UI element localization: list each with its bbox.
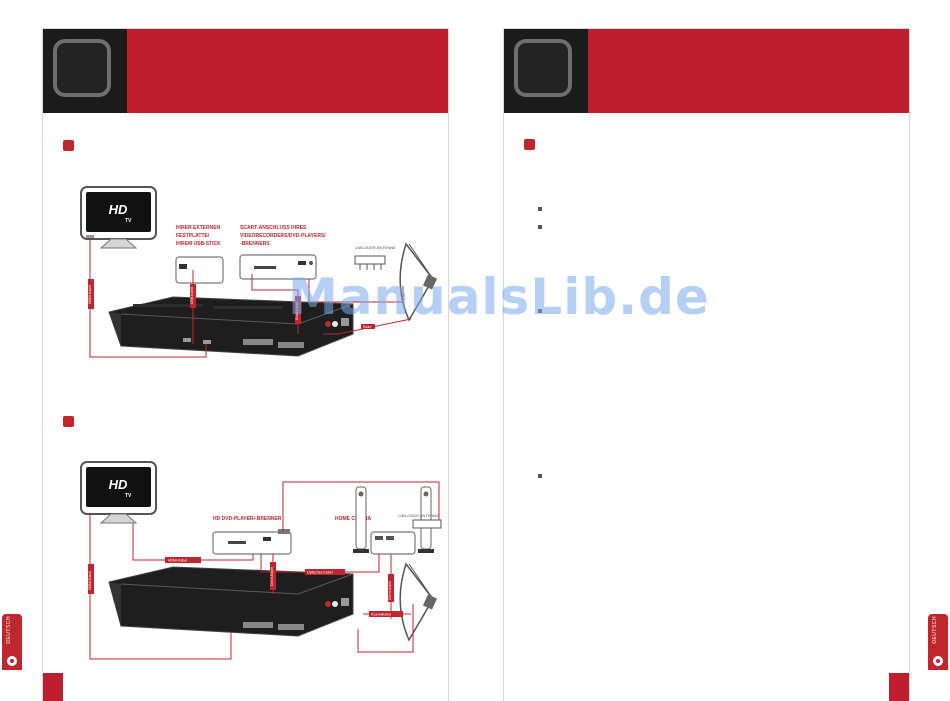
- cinema-label: HOME CINEMA: [335, 516, 372, 522]
- hd-tv-icon: HD TV: [80, 186, 157, 249]
- chapter-header-bar: [127, 29, 448, 113]
- chapter-icon-right: [514, 39, 572, 97]
- tv-sub: TV: [125, 218, 132, 224]
- language-tab-right-icon: [933, 656, 943, 666]
- tv-badge: HD: [109, 202, 128, 217]
- watermark: ManualsLib.de: [288, 268, 710, 326]
- receiver-icon-2: [108, 566, 354, 637]
- cable-scart-label: Scart-Kabel: [295, 301, 299, 320]
- cable-hdmi-label: HDMI-Kabel: [88, 285, 92, 304]
- list-bullet-2: [538, 225, 542, 229]
- list-bullet-1: [538, 207, 542, 211]
- tv-sub-2: TV: [125, 493, 132, 499]
- lnb-label: LNB-ODER ANTENNE: [355, 245, 396, 250]
- tv-badge-2: HD: [109, 477, 128, 492]
- hd-tv-icon-2: HD TV: [80, 461, 157, 524]
- dvd-player-icon: [212, 529, 292, 555]
- usb-storage-icon: [175, 256, 224, 284]
- left-page: HD TV IHRER EXTERNEN FESTPLATTE/ IHREM U…: [42, 28, 449, 701]
- cable-optical-label: Optisches Kabel: [307, 571, 333, 575]
- cable-hdmi-label-2b: HDMI-Kabel: [168, 559, 187, 563]
- cable-coax-label-2: Koaxialkabel: [371, 613, 391, 617]
- scart-label-line-1: SCART-ANSCHLUSS IHRES: [240, 225, 307, 231]
- cable-cinch-label: Cinch-Kabel: [388, 581, 392, 600]
- chapter-header-block: [43, 29, 127, 113]
- lnb-icon-2: [412, 519, 442, 529]
- speaker-right-icon: [418, 486, 434, 553]
- list-bullet-4: [538, 474, 542, 478]
- cable-usb-label: USB-Kabel: [190, 286, 194, 304]
- page-footer-marker-left: [43, 673, 63, 701]
- language-tab-left-label: DEUTSCH: [6, 616, 12, 644]
- chapter-icon: [53, 39, 111, 97]
- home-cinema-icon: [370, 531, 416, 555]
- satellite-dish-icon: [399, 242, 438, 322]
- section-bullet-right: [524, 139, 535, 150]
- scart-label-line-2: VIDEORECORDERS/DVD-PLAYERS/: [240, 233, 326, 239]
- storage-label-line-1: IHRER EXTERNEN: [176, 225, 221, 231]
- cable-coax-label: Koax: [363, 325, 371, 329]
- speaker-left-icon: [353, 486, 369, 553]
- language-tab-left-icon: [7, 656, 17, 666]
- connection-diagram-2: HD TV HD DVD-PLAYER/-BRENNER HOME CINEMA…: [80, 461, 442, 660]
- satellite-dish-icon-2: [399, 562, 438, 642]
- player-label: HD DVD-PLAYER/-BRENNER: [213, 516, 282, 522]
- receiver-icon: [108, 296, 354, 357]
- chapter-header-bar-right: [588, 29, 909, 113]
- language-tab-left: DEUTSCH: [2, 614, 22, 670]
- right-page: [503, 28, 910, 701]
- video-recorder-icon: [239, 254, 317, 280]
- lnb-label-2: LNB-ODER ANTENNE: [398, 513, 439, 518]
- chapter-header-block-right: [504, 29, 588, 113]
- storage-label-line-2: FESTPLATTE/: [176, 233, 210, 239]
- language-tab-right-label: DEUTSCH: [932, 616, 938, 644]
- lnb-icon: [354, 255, 386, 270]
- list-bullet-3: [538, 309, 542, 313]
- cable-scart-label-2: Cinch-Kabel: [270, 567, 274, 586]
- connection-diagram-1: HD TV IHRER EXTERNEN FESTPLATTE/ IHREM U…: [80, 186, 438, 358]
- storage-label-line-3: IHREM USB-STICK: [176, 241, 221, 247]
- cable-hdmi-label-2a: HDMI-Kabel: [88, 571, 92, 590]
- page-footer-marker-right: [889, 673, 909, 701]
- section-bullet-2: [63, 416, 74, 427]
- language-tab-right: DEUTSCH: [928, 614, 948, 670]
- section-bullet-1: [63, 140, 74, 151]
- scart-label-line-3: -BRENNERS: [240, 241, 270, 247]
